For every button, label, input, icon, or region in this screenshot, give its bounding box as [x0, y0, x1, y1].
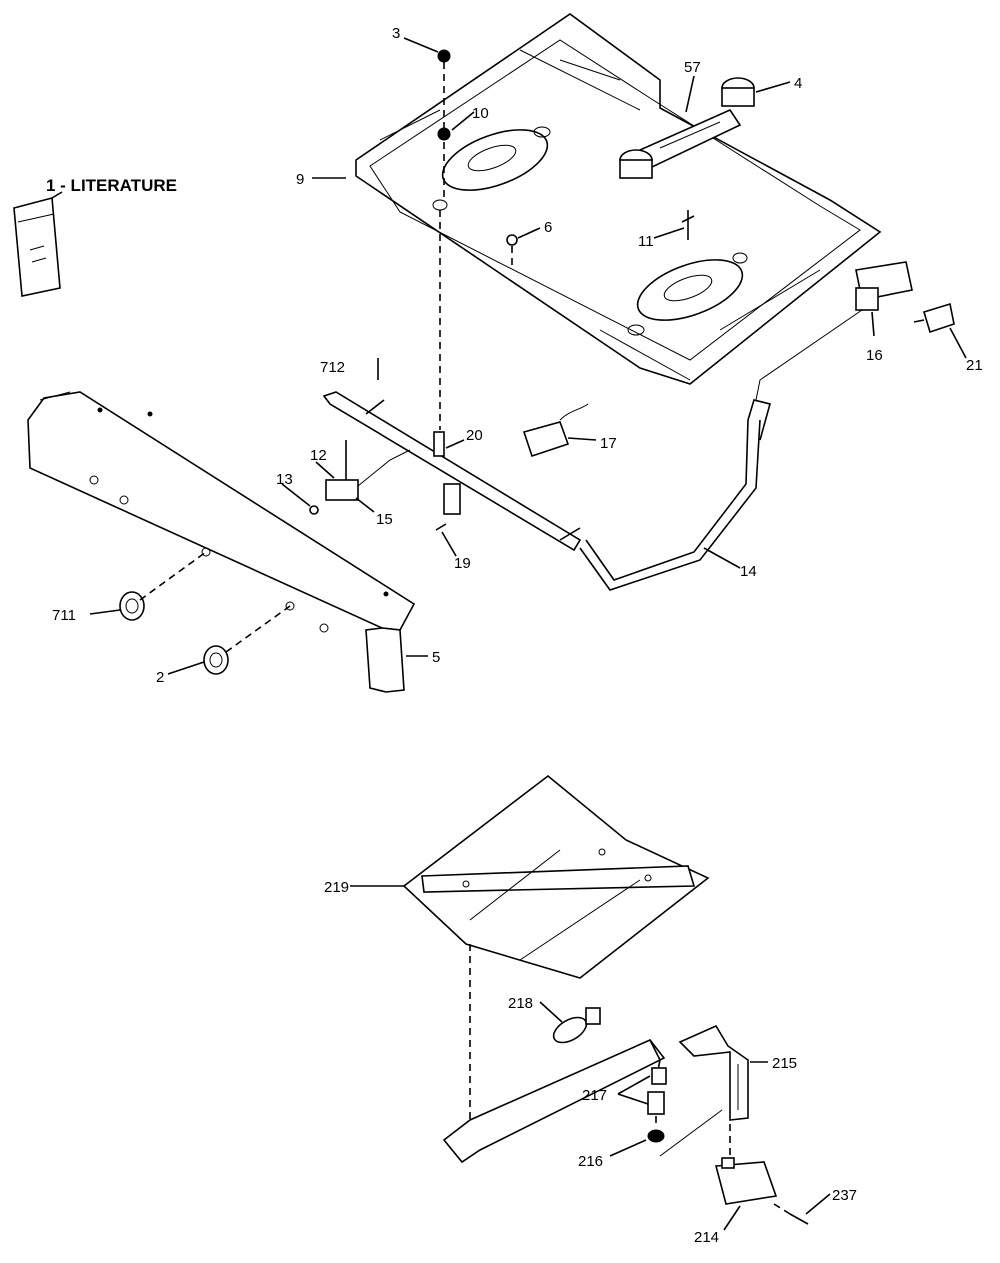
- igniter-214: [714, 1157, 778, 1205]
- callout-4: 4: [794, 75, 802, 92]
- callout-6: 6: [544, 219, 552, 236]
- spark-module-16: [855, 261, 913, 311]
- callout-3: 3: [392, 25, 400, 42]
- callout-216: 216: [578, 1153, 603, 1170]
- valve-15: [325, 440, 411, 501]
- callout-217: 217: [582, 1087, 607, 1104]
- callout-712: 712: [320, 359, 345, 376]
- callout-215: 215: [772, 1055, 797, 1072]
- callout-labels: 3 57 4 10 9 6 11 16 21 712 20 17 12 13 1…: [52, 25, 983, 1246]
- screw-19: [435, 523, 447, 531]
- assembly-lines-bottom: [469, 944, 791, 1215]
- callout-214: 214: [694, 1229, 719, 1246]
- callout-13: 13: [276, 471, 293, 488]
- leader-lines: [89, 37, 967, 1231]
- part-21: [913, 302, 955, 334]
- wire-16: [755, 309, 863, 401]
- baffle-219: [402, 774, 710, 979]
- broil-burner-tube: [442, 1039, 666, 1164]
- callout-57: 57: [684, 59, 701, 76]
- callout-20: 20: [466, 427, 483, 444]
- fitting-217: [647, 1067, 667, 1115]
- callout-19: 19: [454, 555, 471, 572]
- grommet-216: [647, 1129, 665, 1143]
- knob-2: [203, 645, 229, 675]
- orifice-218: [552, 1007, 601, 1044]
- callout-219: 219: [324, 879, 349, 896]
- callout-218: 218: [508, 995, 533, 1012]
- screw-6: [506, 234, 518, 246]
- bracket-215: [678, 1024, 749, 1121]
- callout-10: 10: [472, 105, 489, 122]
- callout-21: 21: [966, 357, 983, 374]
- tube-14: [579, 399, 771, 591]
- callout-711: 711: [52, 607, 76, 624]
- knob-711: [119, 591, 145, 621]
- switch-17: [522, 403, 589, 458]
- assembly-lines-top: [139, 62, 513, 653]
- callout-237: 237: [832, 1187, 857, 1204]
- callout-15: 15: [376, 511, 393, 528]
- callout-11: 11: [638, 233, 654, 250]
- literature-label: 1 - LITERATURE: [46, 176, 177, 195]
- callout-14: 14: [740, 563, 757, 580]
- callout-16: 16: [866, 347, 883, 364]
- callout-2: 2: [156, 669, 164, 686]
- screw-3: [437, 49, 451, 63]
- screw-237: [789, 1213, 809, 1225]
- fitting-13: [309, 505, 319, 515]
- manifold-pipe: [322, 391, 582, 552]
- regulator-assembly: [619, 77, 755, 179]
- callout-17: 17: [600, 435, 617, 452]
- control-panel: [27, 391, 416, 693]
- callout-5: 5: [432, 649, 440, 666]
- callout-9: 9: [296, 171, 304, 188]
- clip-11: [681, 210, 695, 240]
- literature-booklet: [13, 191, 63, 297]
- orifice-20: [433, 431, 445, 457]
- burner-box: [355, 13, 882, 385]
- grommet-10: [437, 127, 451, 141]
- callout-12: 12: [310, 447, 327, 464]
